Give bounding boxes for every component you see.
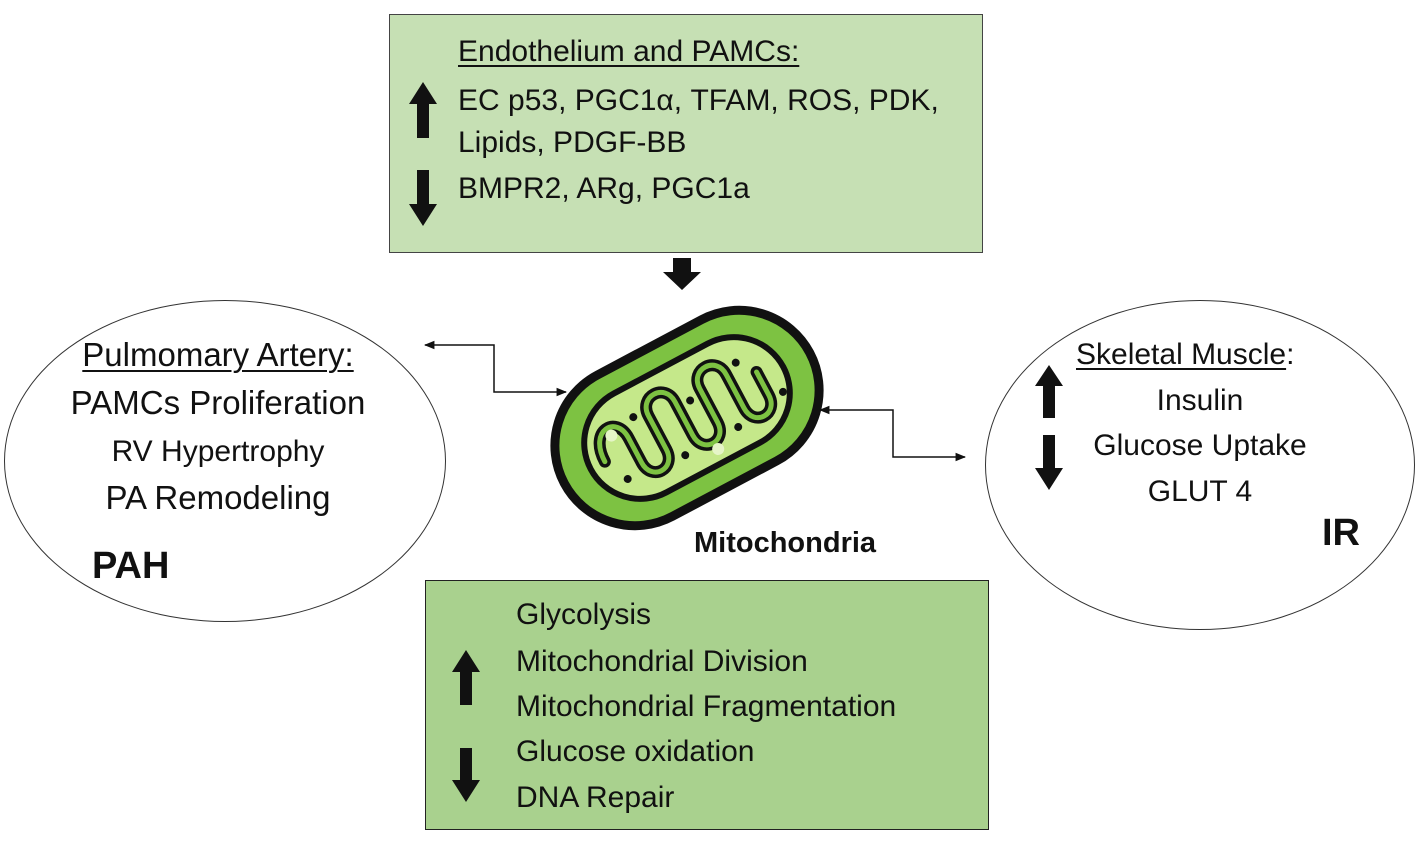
mitochondrion-icon: [550, 305, 824, 531]
mito-division-item: Mitochondrial Division: [516, 645, 808, 678]
skeletal-title-row: Skeletal Muscle:: [1076, 338, 1294, 372]
endothelium-up-line-1: EC p53, PGC1α, TFAM, ROS, PDK,: [458, 84, 939, 117]
top-to-mito-arrow-icon: [663, 258, 701, 290]
glucose-uptake-item: Glucose Uptake: [1093, 429, 1307, 462]
left-connector-arrow: [423, 340, 568, 397]
pa-remodeling-item: PA Remodeling: [105, 479, 331, 516]
glycolysis-item: Glycolysis: [516, 598, 652, 631]
ir-tag: IR: [1322, 512, 1360, 554]
glucose-oxidation-item: Glucose oxidation: [516, 735, 755, 768]
skeletal-title-colon: :: [1286, 338, 1295, 371]
top-up-arrow-icon: [409, 82, 437, 138]
rv-hypertrophy-item: RV Hypertrophy: [111, 435, 325, 468]
endothelium-down-line-1: BMPR2, ARg, PGC1a: [458, 172, 750, 205]
pah-tag: PAH: [92, 545, 170, 587]
skeletal-down-arrow-icon: [1035, 435, 1063, 490]
endothelium-title: Endothelium and PAMCs:: [458, 35, 800, 68]
insulin-item: Insulin: [1156, 384, 1244, 417]
mito-fragmentation-item: Mitochondrial Fragmentation: [516, 690, 897, 723]
skeletal-muscle-ellipse: [985, 300, 1415, 630]
dna-repair-item: DNA Repair: [516, 781, 675, 814]
bottom-up-arrow-icon: [452, 650, 480, 705]
top-down-arrow-icon: [409, 170, 437, 226]
skeletal-up-arrow-icon: [1035, 365, 1063, 418]
pamcs-proliferation-item: PAMCs Proliferation: [70, 384, 366, 421]
mitochondrial-effects-box: [425, 580, 989, 830]
glut4-item: GLUT 4: [1147, 475, 1253, 508]
pulmonary-artery-ellipse: [4, 300, 446, 622]
right-connector-arrow: [818, 405, 967, 462]
skeletal-title: Skeletal Muscle: [1076, 338, 1287, 371]
pulmonary-title: Pulmomary Artery:: [82, 336, 354, 373]
endothelium-up-line-2: Lipids, PDGF-BB: [458, 126, 687, 159]
mitochondria-label: Mitochondria: [694, 527, 877, 559]
endothelium-box: [389, 14, 983, 253]
bottom-down-arrow-icon: [452, 748, 480, 802]
